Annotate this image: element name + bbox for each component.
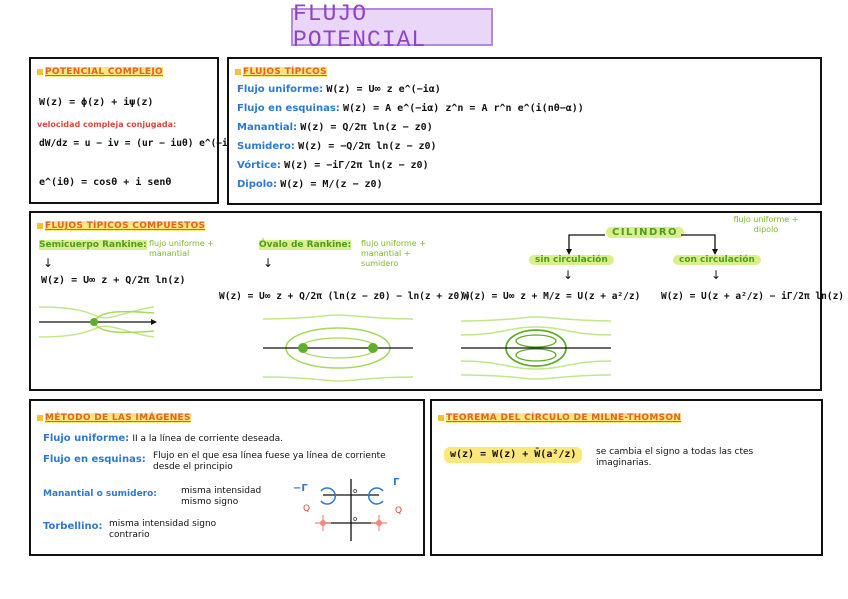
branch-arrows — [566, 234, 718, 255]
rankine-streamline-diagram — [38, 306, 157, 338]
arrow-down-icon: ↓ — [263, 256, 274, 270]
metodo-header: MÉTODO DE LAS IMÁGENES — [37, 413, 191, 423]
list-item: Flujo en esquinas: W(z) = A e^(−iα) z^n … — [237, 103, 584, 114]
metodo-text-esquinas: Flujo en el que esa línea fuese ya línea… — [153, 451, 386, 472]
list-item: Manantial: W(z) = Q/2π ln(z − z0) — [237, 122, 433, 133]
velocity-eq: dW/dz = u − iv = (ur − iuθ) e^(−iθ) — [39, 138, 240, 149]
list-item: Sumidero: W(z) = −Q/2π ln(z − z0) — [237, 141, 437, 152]
metodo-text-manantial: misma intensidad mismo signo — [181, 486, 262, 507]
con-circulacion-label: con circulación — [673, 255, 761, 265]
metodo-row-uniforme: Flujo uniforme: II a la línea de corrien… — [43, 433, 283, 444]
ovalo-eq: W(z) = U∞ z + Q/2π (ln(z − z0) − ln(z + … — [219, 291, 471, 302]
milne-eq: w(z) = W(z) + W̄(a²/z) — [444, 447, 583, 463]
arrow-down-icon: ↓ — [711, 268, 722, 282]
rankine-parts: flujo uniforme + manantial — [149, 239, 214, 258]
cilindro-title: CILINDRO — [606, 227, 685, 238]
compuestos-box: FLUJOS TÍPICOS COMPUESTOS Semicuerpo Ran… — [29, 211, 844, 391]
page-title: FLUJO POTENCIAL — [291, 1, 493, 53]
potencial-box: POTENCIAL COMPLEJO W(z) = ϕ(z) + iψ(z) v… — [29, 57, 239, 204]
tipicos-box: FLUJOS TÍPICOS Flujo uniforme: W(z) = U∞… — [227, 57, 822, 205]
metodo-text-torbellino: misma intensidad signo contrario — [109, 519, 217, 540]
tipicos-header: FLUJOS TÍPICOS — [235, 67, 327, 77]
euler-eq: e^(iθ) = cosθ + i senθ — [39, 177, 172, 188]
metodo-label-esquinas: Flujo en esquinas: — [43, 454, 146, 465]
arrow-down-icon: ↓ — [43, 256, 54, 270]
q-left-label: Q — [303, 504, 311, 514]
ovalo-streamline-diagram — [262, 314, 414, 382]
images-diagram: o o — [315, 479, 387, 541]
metodo-box: MÉTODO DE LAS IMÁGENES Flujo uniforme: I… — [29, 399, 425, 556]
milne-box: TEOREMA DEL CÍRCULO DE MILNE-THOMSON w(z… — [430, 399, 823, 556]
metodo-label-torbellino: Torbellino: — [43, 521, 103, 532]
con-eq: W(z) = U(z + a²/z) − iΓ/2π ln(z) — [661, 291, 845, 302]
cilindro-streamline-diagram — [460, 316, 612, 380]
velocity-label: velocidad compleja conjugada: — [37, 120, 177, 129]
gamma-left-label: −Γ — [293, 483, 308, 494]
cilindro-parts: flujo uniforme + dipolo — [733, 215, 799, 234]
milne-note: se cambia el signo a todas las ctes imag… — [596, 447, 754, 468]
list-item: Dipolo: W(z) = M/(z − z0) — [237, 179, 383, 190]
compuestos-header: FLUJOS TÍPICOS COMPUESTOS — [37, 221, 206, 231]
milne-header: TEOREMA DEL CÍRCULO DE MILNE-THOMSON — [438, 413, 682, 423]
gamma-right-label: Γ — [393, 477, 400, 488]
sin-eq: W(z) = U∞ z + M/z = U(z + a²/z) — [463, 291, 641, 302]
sin-circulacion-label: sin circulación — [529, 255, 614, 265]
metodo-label-manantial: Manantial o sumidero: — [43, 489, 157, 499]
ovalo-title: Óvalo de Rankine: — [259, 240, 352, 250]
rankine-eq: W(z) = U∞ z + Q/2π ln(z) — [41, 275, 186, 286]
arrow-down-icon: ↓ — [563, 268, 574, 282]
potential-eq: W(z) = ϕ(z) + iψ(z) — [39, 97, 154, 108]
svg-text:o: o — [353, 487, 357, 495]
list-item: Flujo uniforme: W(z) = U∞ z e^(−iα) — [237, 84, 441, 95]
q-right-label: Q — [395, 506, 403, 516]
list-item: Vórtice: W(z) = −iΓ/2π ln(z − z0) — [237, 160, 429, 171]
potencial-header: POTENCIAL COMPLEJO — [37, 67, 163, 77]
rankine-title: Semicuerpo Rankine: — [39, 240, 147, 250]
ovalo-parts: flujo uniforme + manantial + sumidero — [361, 239, 426, 268]
tipicos-list: Flujo uniforme: W(z) = U∞ z e^(−iα) Fluj… — [237, 84, 584, 198]
svg-text:o: o — [353, 515, 357, 523]
